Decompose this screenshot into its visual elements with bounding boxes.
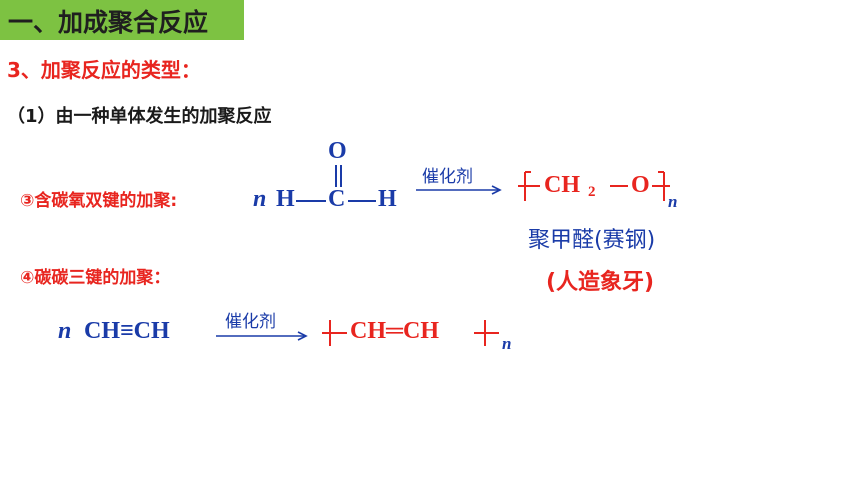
example3-catalyst: 催化剂 bbox=[422, 167, 473, 187]
example3-carbon: C bbox=[328, 186, 346, 212]
example4-label: ④碳碳三键的加聚： bbox=[20, 268, 171, 288]
example4-coefficient: n bbox=[58, 318, 72, 344]
example3-product-alias: (人造象牙) bbox=[546, 270, 655, 295]
example3-product-n: n bbox=[668, 192, 678, 211]
example3-oxygen: O bbox=[328, 138, 347, 164]
example4-product-n: n bbox=[502, 334, 512, 353]
example3-left-h: H bbox=[276, 186, 295, 212]
example3-product-name: 聚甲醛(赛钢) bbox=[528, 228, 656, 253]
section-subheading: （1）由一种单体发生的加聚反应 bbox=[7, 106, 272, 127]
example3-product-o: O bbox=[631, 172, 650, 198]
title-bar bbox=[0, 0, 244, 40]
example3-right-h: H bbox=[378, 186, 397, 212]
example3-product-subscript: 2 bbox=[588, 184, 596, 200]
example4-catalyst: 催化剂 bbox=[225, 312, 276, 332]
example3-label: ③含碳氧双键的加聚: bbox=[20, 191, 178, 211]
example4-reactant: CH≡CH bbox=[84, 318, 170, 344]
page-title: 一、加成聚合反应 bbox=[8, 8, 209, 37]
example3-coefficient: n bbox=[253, 186, 267, 212]
example4-product: CH═CH bbox=[350, 318, 440, 344]
example3-product-ch: CH bbox=[544, 172, 580, 198]
section-heading: 3、加聚反应的类型： bbox=[7, 58, 201, 82]
